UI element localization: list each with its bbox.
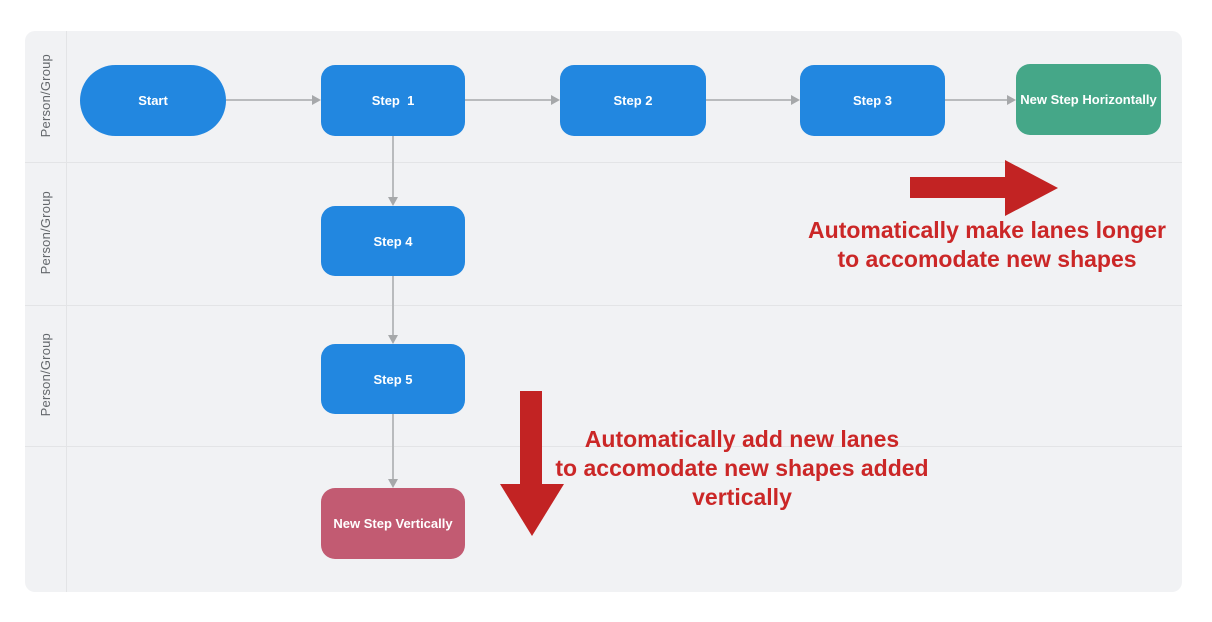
red-arrow-right-head-icon [1005,160,1058,216]
node-step-3[interactable]: Step 3 [800,65,945,136]
node-label: Step 3 [852,93,892,108]
node-new-step-vertically[interactable]: New Step Vertically [321,488,465,559]
connector-step3-newstep [945,99,1007,101]
node-label: Step 2 [613,93,653,108]
node-label: New Step Horizontally [1020,92,1157,107]
node-step-4[interactable]: Step 4 [321,206,465,276]
arrowhead-down-icon [388,479,398,488]
node-step-5[interactable]: Step 5 [321,344,465,414]
swimlane-panel: Person/Group Person/Group Person/Group S… [25,31,1182,592]
node-label: Step 5 [373,371,413,387]
lane-label-column-divider [66,31,67,592]
lane-divider [25,446,1182,447]
node-step-2[interactable]: Step 2 [560,65,706,136]
node-label: Step 1 [371,93,415,108]
node-label: Start [138,93,168,108]
node-label: New Step Vertically [333,516,453,531]
arrowhead-right-icon [312,95,321,105]
connector-step1-step2 [465,99,551,101]
lane-label-text: Person/Group [38,333,53,417]
node-step-1[interactable]: Step 1 [321,65,465,136]
node-new-step-horizontally[interactable]: New Step Horizontally [1016,64,1161,135]
lane-divider [25,305,1182,306]
lane-1-label: Person/Group [25,36,66,156]
lane-divider [25,162,1182,163]
connector-step5-newstep [392,414,394,479]
connector-step2-step3 [706,99,791,101]
annotation-make-lanes-longer: Automatically make lanes longer to accom… [808,217,1166,272]
lane-label-text: Person/Group [38,191,53,275]
arrowhead-right-icon [1007,95,1016,105]
node-start[interactable]: Start [80,65,226,136]
connector-step4-step5 [392,276,394,335]
lane-2-label: Person/Group [25,173,66,293]
lane-label-text: Person/Group [38,54,53,138]
node-label: Step 4 [373,233,413,249]
connector-start-step1 [226,99,312,101]
lane-3-label: Person/Group [25,315,66,435]
red-arrow-down-icon [520,391,542,491]
annotation-add-new-lanes: Automatically add new lanes to accomodat… [555,426,929,510]
arrowhead-down-icon [388,197,398,206]
red-arrow-right-icon [910,177,1005,198]
arrowhead-right-icon [791,95,800,105]
arrowhead-down-icon [388,335,398,344]
connector-step1-step4 [392,136,394,197]
red-arrow-down-head-icon [500,484,564,536]
arrowhead-right-icon [551,95,560,105]
